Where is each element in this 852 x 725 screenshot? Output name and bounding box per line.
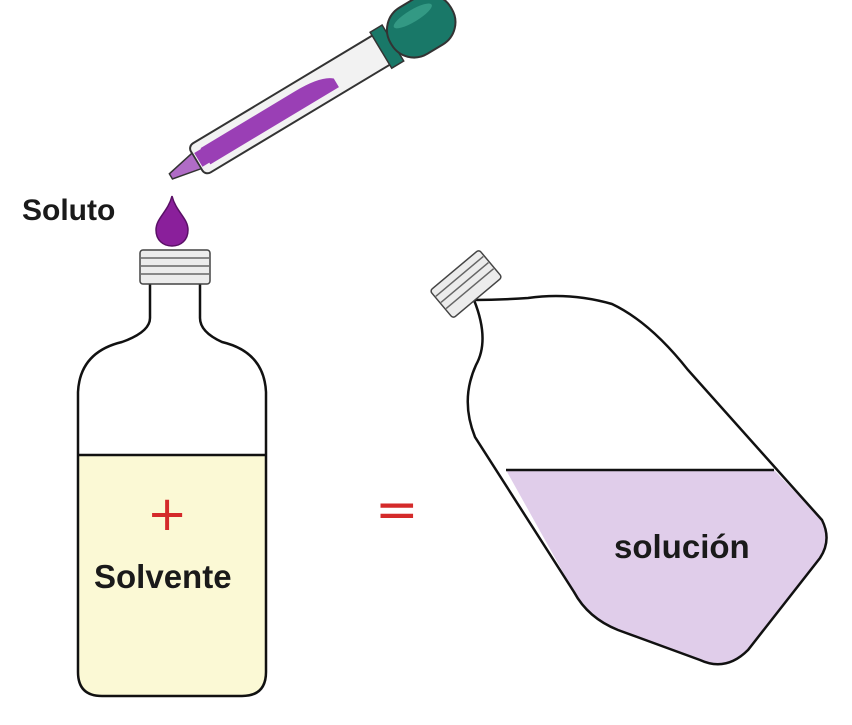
solution-label: solución [614,528,750,565]
dropper-tip [168,152,203,180]
plus-sign: + [147,486,188,542]
equals-sign: = [375,480,419,540]
solute-label: Soluto [22,194,116,227]
solvent-bottle [76,249,268,698]
solution-bottle-cap [430,250,502,318]
solute-drop [155,195,189,247]
solution-liquid [506,470,827,665]
solvent-bottle-cap [139,249,211,285]
dropper-solute-fill [200,78,339,165]
dropper [168,0,457,180]
solution-bottle [430,250,828,666]
dropper-bulb [385,0,457,59]
solvent-label: Solvente [94,558,232,595]
solvent-liquid [78,455,266,696]
